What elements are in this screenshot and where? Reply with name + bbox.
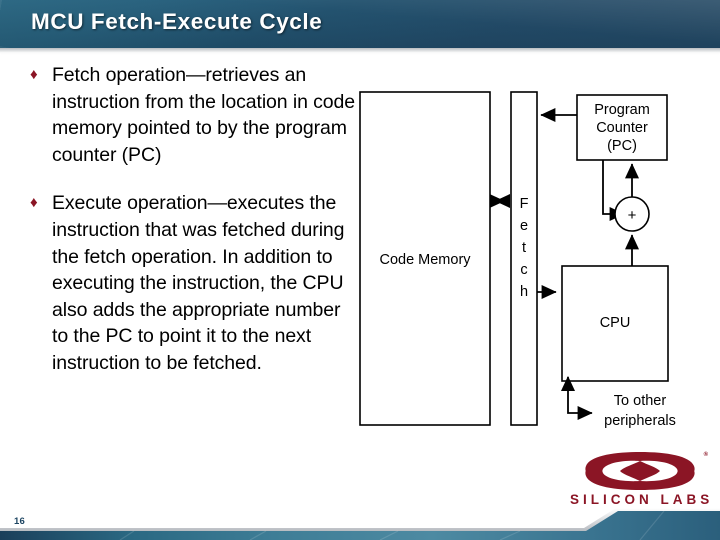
fetch-letter-h: h	[520, 284, 528, 300]
block-code-memory: Code Memory	[359, 91, 491, 426]
page-title: MCU Fetch-Execute Cycle	[31, 9, 323, 34]
block-program-counter: Program Counter (PC)	[576, 94, 668, 161]
fetch-letter-c: c	[520, 262, 527, 278]
list-item: ♦ Fetch operation—retrieves an instructi…	[28, 62, 358, 168]
block-adder: +	[614, 196, 650, 232]
diamond-bullet-icon: ♦	[30, 194, 38, 212]
fetch-letter-t: t	[522, 240, 526, 256]
registered-trademark-icon: ®	[703, 452, 708, 458]
adder-plus-label: +	[628, 207, 637, 224]
pc-label-line-2: Counter	[596, 120, 648, 136]
fetch-letter-e: e	[520, 218, 528, 234]
header-underline	[0, 48, 720, 53]
slide-number: 16	[14, 516, 25, 527]
bullet-text-fetch-operation: Fetch operation—retrieves an instruction…	[52, 64, 356, 166]
block-label-cpu: CPU	[600, 315, 631, 331]
fetch-execute-block-diagram: Code Memory F e t c h Program Counter (P…	[352, 80, 720, 440]
footer-band	[0, 500, 720, 540]
diamond-bullet-icon: ♦	[30, 66, 38, 83]
pc-label-line-3: (PC)	[607, 138, 637, 154]
connector-cpu-to-peripherals	[560, 375, 593, 421]
list-item: ♦ Execute operation—executes the instruc…	[28, 190, 358, 376]
silicon-labs-swirl-icon	[580, 450, 700, 499]
pc-label-line-1: Program	[594, 102, 650, 118]
label-to-other-peripherals: To other peripherals	[604, 393, 676, 429]
block-cpu: CPU	[561, 265, 669, 382]
peripherals-label-line-2: peripherals	[604, 413, 676, 429]
peripherals-label-line-1: To other	[614, 393, 667, 409]
block-fetch-bus: F e t c h	[510, 91, 538, 426]
bullet-text-execute-operation: Execute operation—executes the instructi…	[52, 192, 345, 374]
block-label-code-memory: Code Memory	[379, 252, 471, 268]
fetch-letter-f: F	[520, 196, 529, 212]
silicon-labs-logo: ® SILICON LABS	[570, 450, 710, 512]
silicon-labs-wordmark: SILICON LABS	[570, 492, 714, 507]
bullet-list: ♦ Fetch operation—retrieves an instructi…	[28, 62, 358, 399]
